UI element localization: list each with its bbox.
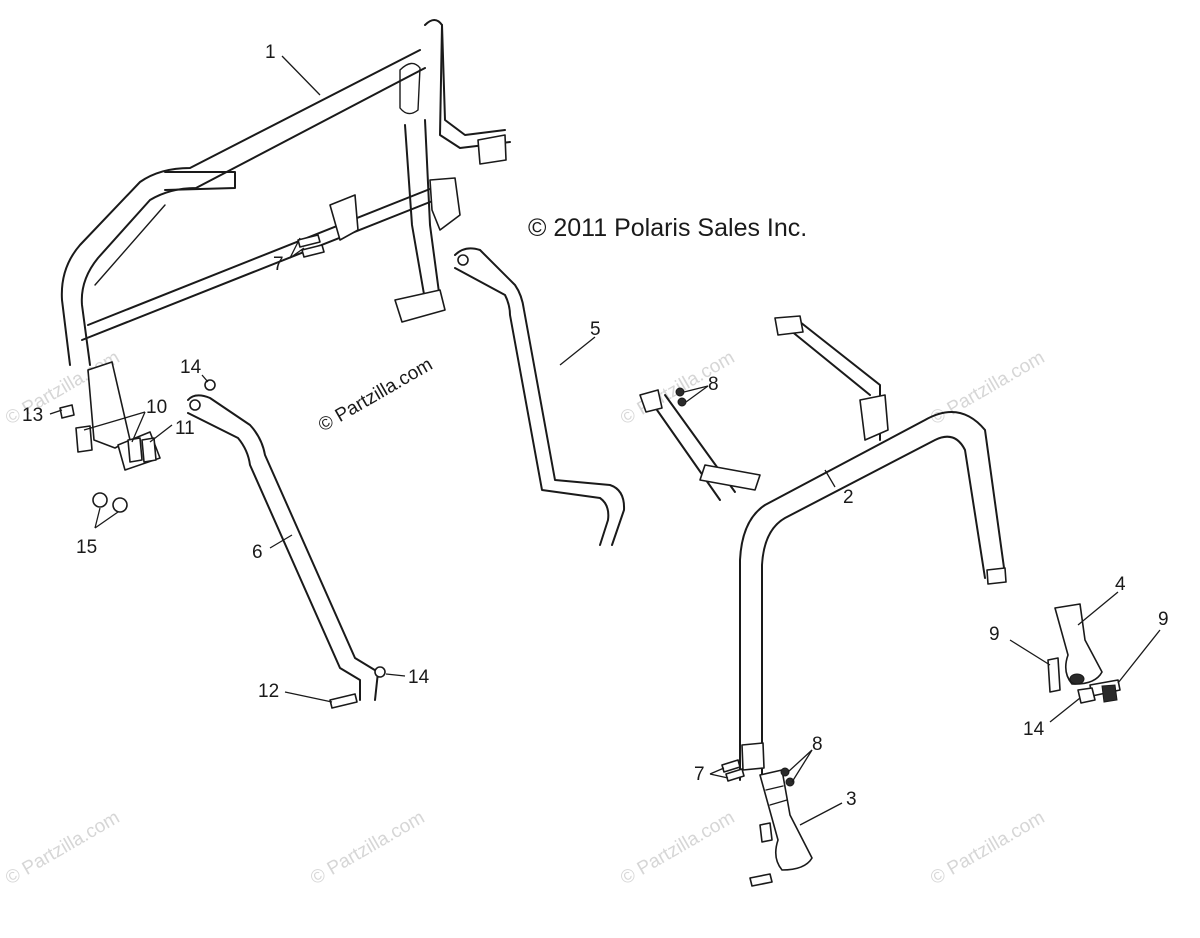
bar-end-hole — [457, 254, 469, 266]
leader-lines — [49, 55, 1161, 826]
callout-14-left: 14 — [180, 357, 202, 378]
callout-3: 3 — [846, 789, 857, 810]
watermark-tile: © Partzilla.com — [307, 807, 428, 889]
callout-14-right: 14 — [1023, 719, 1045, 740]
callouts: 1 2 3 4 5 6 7 7 8 8 9 9 10 11 12 13 14 1… — [22, 42, 1169, 810]
callout-8-lower: 8 — [812, 734, 823, 755]
part-2-rear-cab-frame — [639, 315, 1007, 781]
watermark-tile: © Partzilla.com — [927, 347, 1048, 429]
callout-2: 2 — [843, 487, 854, 508]
callout-15: 15 — [76, 537, 97, 558]
callout-1: 1 — [265, 42, 276, 63]
callout-5: 5 — [590, 319, 601, 340]
callout-4: 4 — [1115, 574, 1126, 595]
callout-13: 13 — [22, 405, 43, 426]
callout-10: 10 — [146, 397, 167, 418]
callout-9-right: 9 — [1158, 609, 1169, 630]
part-5-side-bar — [454, 247, 626, 546]
part-1-front-cab-frame — [60, 19, 511, 471]
watermark-tile: © Partzilla.com — [927, 807, 1048, 889]
callout-7-lower: 7 — [694, 764, 705, 785]
partzilla-watermark: © Partzilla.com — [315, 354, 436, 436]
hardware — [59, 234, 1121, 887]
bracket-hole — [1069, 673, 1085, 685]
callout-7-top: 7 — [273, 254, 284, 275]
callout-12: 12 — [258, 681, 279, 702]
watermark-tile: © Partzilla.com — [617, 807, 738, 889]
part-4-rear-bracket — [1054, 603, 1103, 685]
callout-14-mid: 14 — [408, 667, 430, 688]
background-watermarks: © Partzilla.com © Partzilla.com © Partzi… — [2, 347, 1048, 889]
watermark-tile: © Partzilla.com — [2, 807, 123, 889]
part-6-side-bar — [187, 394, 379, 701]
callout-9-left: 9 — [989, 624, 1000, 645]
copyright-notice: © 2011 Polaris Sales Inc. — [528, 214, 807, 242]
bar-end-hole — [189, 399, 201, 411]
callout-11: 11 — [175, 418, 195, 439]
part-3-lower-bracket — [759, 769, 813, 871]
callout-8-top: 8 — [708, 374, 719, 395]
callout-6: 6 — [252, 542, 263, 563]
